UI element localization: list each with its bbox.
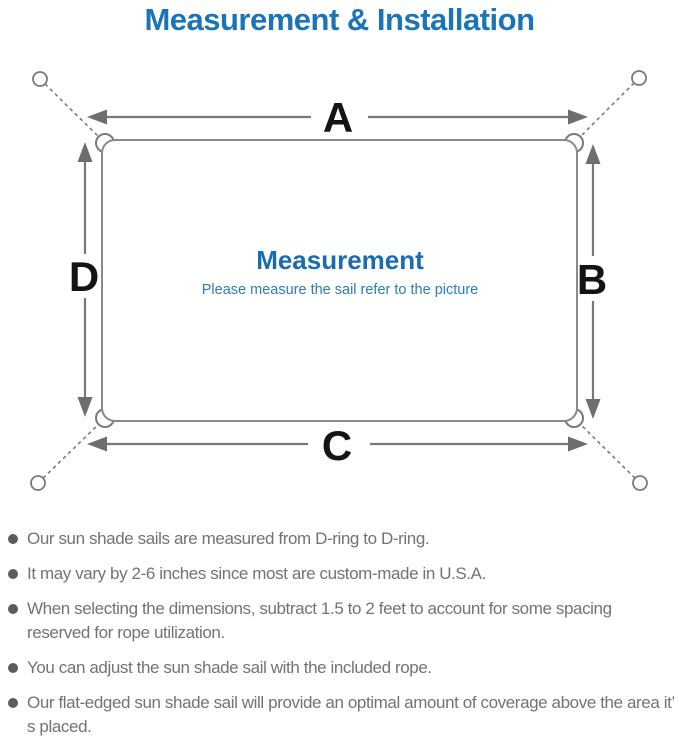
list-item: Our flat-edged sun shade sail will provi… (8, 691, 677, 739)
dimension-label-c: C (322, 422, 352, 469)
dimension-arrow-b (585, 144, 601, 419)
corner-rope-bottom-right (574, 418, 641, 484)
corner-rope-bottom-left (37, 418, 105, 484)
bullet-icon (8, 663, 18, 673)
bullet-text: Our sun shade sails are measured from D-… (27, 529, 430, 548)
page-title: Measurement & Installation (144, 2, 535, 37)
bullet-icon (8, 604, 18, 614)
dimension-arrow-a (87, 109, 588, 125)
diagram-center-subtitle: Please measure the sail refer to the pic… (202, 282, 478, 298)
sail-outline (101, 139, 578, 422)
anchor-ring-icon-bottom-left (30, 475, 46, 491)
corner-rope-top-left (39, 78, 105, 143)
dimension-label-a: A (323, 94, 353, 141)
measurement-diagram: A C D B Measurement Please measure the s… (30, 70, 648, 491)
dimension-arrow-c (87, 436, 588, 452)
bullet-text: You can adjust the sun shade sail with t… (27, 658, 432, 677)
list-item: When selecting the dimensions, subtract … (8, 597, 677, 645)
bullet-text: When selecting the dimensions, subtract … (27, 599, 612, 642)
corner-rope-top-right (574, 77, 640, 143)
list-item: You can adjust the sun shade sail with t… (8, 656, 677, 680)
bullet-icon (8, 569, 18, 579)
dimension-arrow-d (77, 142, 93, 417)
anchor-ring-icon-bottom-right (632, 475, 648, 491)
diagram-center-title: Measurement (256, 245, 424, 275)
list-item: Our sun shade sails are measured from D-… (8, 527, 677, 551)
bullet-text: Our flat-edged sun shade sail will provi… (27, 693, 675, 736)
list-item: It may vary by 2-6 inches since most are… (8, 562, 677, 586)
anchor-ring-icon-top-left (32, 71, 48, 87)
dimension-label-d: D (69, 253, 99, 300)
anchor-ring-icon-top-right (631, 70, 647, 86)
bullet-icon (8, 534, 18, 544)
bullet-text: It may vary by 2-6 inches since most are… (27, 564, 486, 583)
dimension-label-b: B (577, 256, 607, 303)
bullet-icon (8, 698, 18, 708)
bullet-list: Our sun shade sails are measured from D-… (8, 527, 677, 739)
